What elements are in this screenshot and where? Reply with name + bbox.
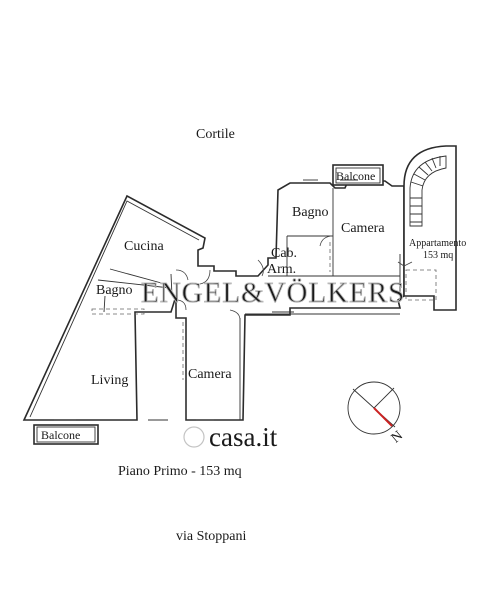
stair-landing <box>405 269 437 301</box>
stair-well <box>409 155 447 227</box>
balcony-top-inner <box>335 167 381 184</box>
cucina-label: Cucina <box>124 239 164 254</box>
appartamento-label-line1: Appartamento <box>409 238 466 249</box>
piano-label: Piano Primo - 153 mq <box>118 464 242 479</box>
openings <box>54 179 358 421</box>
walls <box>22 164 405 445</box>
inner-wall-lines <box>29 188 401 420</box>
street-label: via Stoppani <box>176 529 246 544</box>
living-label: Living <box>91 373 128 388</box>
door-swing-2 <box>199 269 211 285</box>
portal-watermark-text: casa.it <box>209 422 278 452</box>
door-swing-6 <box>229 309 241 321</box>
staircase <box>397 145 457 311</box>
door-swing-4 <box>319 235 334 247</box>
door-swing-3 <box>257 259 264 277</box>
camera-right-label: Camera <box>341 221 385 236</box>
stair-outer <box>403 145 457 311</box>
compass-needle <box>373 407 393 427</box>
stair-entry-arrow <box>397 261 413 267</box>
cab-label-line1: Cab. <box>271 246 297 261</box>
outer-wall-left-wing <box>22 180 405 421</box>
camera-center-label: Camera <box>188 367 232 382</box>
compass-circle <box>347 381 401 435</box>
balcony-left-outline <box>33 424 99 445</box>
compass-line-2 <box>373 387 395 409</box>
bagno-left-label: Bagno <box>96 283 133 298</box>
cortile-label: Cortile <box>196 127 235 142</box>
door-swing-5 <box>175 299 187 311</box>
balcone-top-label: Balcone <box>336 169 375 183</box>
appartamento-label-line2: 153 mq <box>423 250 453 261</box>
cab-label-line2: Arm. <box>267 262 296 277</box>
stair-treads <box>410 156 441 223</box>
compass: N <box>347 381 406 446</box>
portal-watermark-icon <box>183 426 205 448</box>
door-swing-1 <box>175 269 189 281</box>
compass-north-letter: N <box>389 428 406 446</box>
brand-watermark: ENGEL&VÖLKERS <box>141 277 405 309</box>
bagno-right-label: Bagno <box>292 205 329 220</box>
balcone-bottom-label: Balcone <box>41 428 80 442</box>
portal-watermark: casa.it <box>183 422 278 452</box>
balcony-left-inner <box>36 426 96 443</box>
